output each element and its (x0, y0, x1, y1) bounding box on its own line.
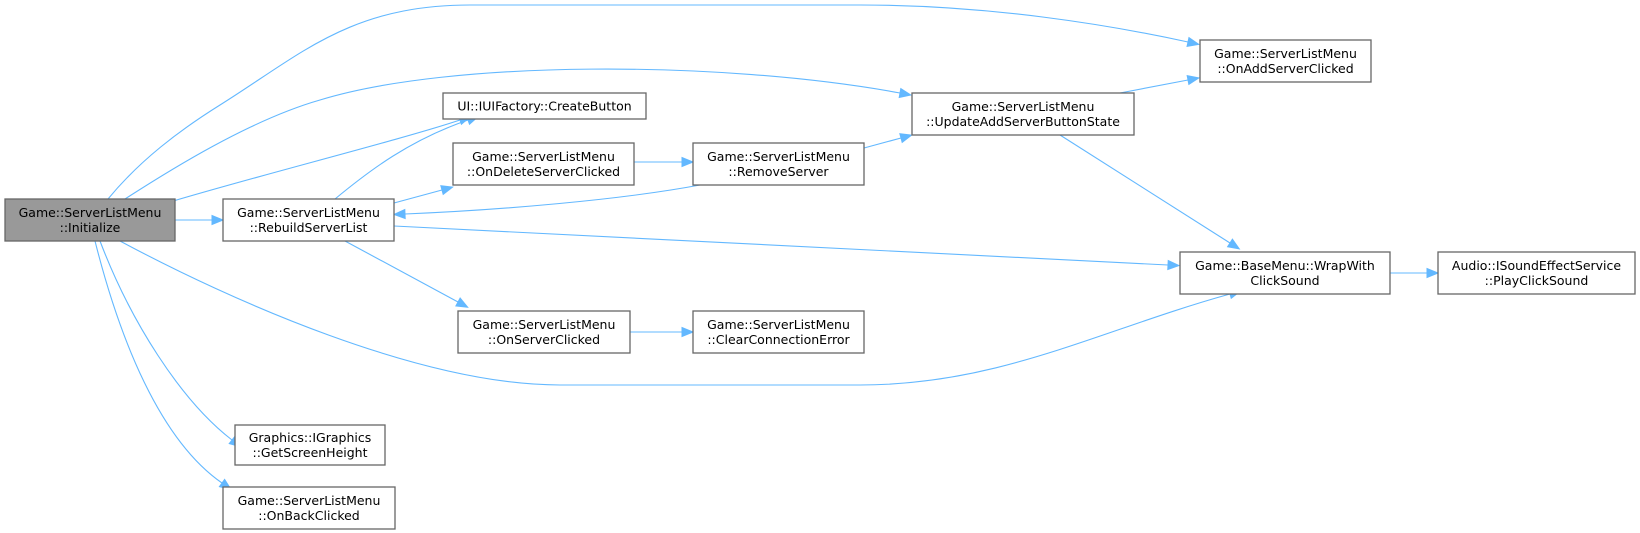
node-label: ::OnServerClicked (488, 332, 600, 347)
node-box[interactable] (692, 310, 865, 354)
edge-initialize-to-updateAdd (124, 68, 913, 200)
node-onDelete[interactable]: Game::ServerListMenu::OnDeleteServerClic… (452, 142, 635, 186)
arrowhead-icon (1186, 74, 1201, 86)
node-label: Game::ServerListMenu (473, 317, 616, 332)
node-label: ::PlayClickSound (1485, 273, 1589, 288)
arrowhead-icon (1226, 238, 1241, 250)
arrowhead-icon (1167, 259, 1181, 271)
node-label: Graphics::IGraphics (249, 430, 372, 445)
edge-line (344, 240, 459, 303)
edges-layer (94, 4, 1440, 491)
node-box[interactable] (911, 92, 1135, 136)
node-box[interactable] (692, 142, 865, 186)
edge-line (94, 240, 223, 484)
node-label: ::RemoveServer (728, 164, 829, 179)
edge-updateAdd-to-onAdd (1119, 74, 1201, 94)
node-label: ::RebuildServerList (250, 220, 368, 235)
node-box[interactable] (222, 198, 395, 242)
edge-line (393, 189, 443, 204)
node-label: Game::ServerListMenu (1214, 46, 1357, 61)
edge-rebuild-to-onDelete (393, 185, 454, 204)
node-label: Game::ServerListMenu (472, 149, 615, 164)
node-label: ::ClearConnectionError (707, 332, 850, 347)
edge-line (119, 240, 1231, 386)
edge-rebuild-to-onServer (344, 240, 469, 308)
edge-removeServer-to-updateAdd (863, 133, 913, 149)
node-label: Game::BaseMenu::WrapWith (1195, 258, 1375, 273)
node-label: Game::ServerListMenu (707, 317, 850, 332)
arrowhead-icon (392, 208, 406, 220)
node-createButton[interactable]: UI::IUIFactory::CreateButton (442, 92, 647, 120)
node-label: ClickSound (1250, 273, 1319, 288)
edge-initialize-to-wrap (119, 240, 1242, 386)
node-box[interactable] (442, 92, 647, 120)
node-label: ::OnAddServerClicked (1217, 61, 1353, 76)
edge-removeServer-to-rebuild (392, 184, 701, 220)
node-label: Game::ServerListMenu (238, 493, 381, 508)
node-box[interactable] (1179, 251, 1391, 295)
node-label: Game::ServerListMenu (707, 149, 850, 164)
edge-updateAdd-to-wrap (1059, 134, 1241, 250)
node-playClick[interactable]: Audio::ISoundEffectService::PlayClickSou… (1437, 251, 1636, 295)
edge-line (404, 184, 701, 215)
node-screenH[interactable]: Graphics::IGraphics::GetScreenHeight (234, 424, 386, 466)
nodes-layer: Game::ServerListMenu::InitializeGame::Se… (4, 39, 1636, 530)
node-removeServer[interactable]: Game::ServerListMenu::RemoveServer (692, 142, 865, 186)
arrowhead-icon (1186, 36, 1201, 48)
node-clearErr[interactable]: Game::ServerListMenu::ClearConnectionErr… (692, 310, 865, 354)
edge-line (124, 68, 901, 200)
edge-line (863, 137, 902, 149)
node-label: Game::ServerListMenu (952, 99, 1095, 114)
arrowhead-icon (455, 297, 469, 308)
edge-line (107, 4, 1189, 200)
arrowhead-icon (211, 214, 225, 226)
arrowhead-icon (681, 156, 695, 168)
node-box[interactable] (4, 198, 176, 242)
node-label: ::GetScreenHeight (253, 445, 368, 460)
node-label: ::UpdateAddServerButtonState (926, 114, 1120, 129)
node-onServer[interactable]: Game::ServerListMenu::OnServerClicked (457, 310, 631, 354)
edge-onServer-to-clearErr (630, 326, 695, 338)
edge-line (334, 119, 469, 200)
node-box[interactable] (457, 310, 631, 354)
edge-wrap-to-playClick (1390, 267, 1440, 279)
arrowhead-icon (681, 326, 695, 338)
edge-line (99, 240, 233, 441)
node-box[interactable] (452, 142, 635, 186)
node-rebuild[interactable]: Game::ServerListMenu::RebuildServerList (222, 198, 395, 242)
node-initialize[interactable]: Game::ServerListMenu::Initialize (4, 198, 176, 242)
node-box[interactable] (1199, 39, 1372, 83)
edge-rebuild-to-wrap (393, 225, 1181, 271)
node-label: ::Initialize (60, 220, 121, 235)
edge-initialize-to-createButton (169, 115, 472, 203)
edge-line (169, 119, 461, 203)
node-label: Audio::ISoundEffectService (1452, 258, 1621, 273)
arrowhead-icon (898, 87, 913, 99)
node-box[interactable] (1437, 251, 1636, 295)
node-label: Game::ServerListMenu (237, 205, 380, 220)
edge-line (393, 225, 1169, 266)
arrowhead-icon (899, 133, 913, 144)
node-updateAdd[interactable]: Game::ServerListMenu::UpdateAddServerBut… (911, 92, 1135, 136)
node-label: ::OnBackClicked (258, 508, 360, 523)
node-label: Game::ServerListMenu (19, 205, 162, 220)
node-onAdd[interactable]: Game::ServerListMenu::OnAddServerClicked (1199, 39, 1372, 83)
node-onBack[interactable]: Game::ServerListMenu::OnBackClicked (222, 486, 396, 530)
edge-initialize-to-onAdd (107, 4, 1201, 200)
node-label: UI::IUIFactory::CreateButton (457, 99, 631, 114)
edge-line (1119, 79, 1189, 94)
node-box[interactable] (234, 424, 386, 466)
arrowhead-icon (440, 185, 454, 196)
arrowhead-icon (1426, 267, 1440, 279)
node-box[interactable] (222, 486, 396, 530)
edge-initialize-to-screenH (99, 240, 242, 448)
edge-initialize-to-rebuild (175, 214, 225, 226)
edge-onDelete-to-removeServer (634, 156, 695, 168)
edge-line (1059, 134, 1231, 244)
node-label: ::OnDeleteServerClicked (467, 164, 620, 179)
